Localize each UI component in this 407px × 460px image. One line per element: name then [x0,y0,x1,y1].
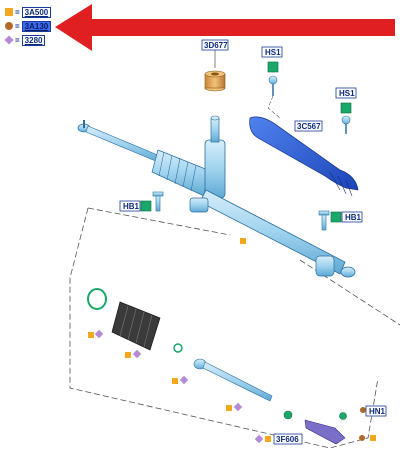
legend-row-3A500: = 3A500 [5,6,52,18]
rack-mount-bolt[interactable] [152,191,164,212]
fastener-icon [140,200,152,212]
legend-equals: = [15,35,20,45]
circle-marker-icon [359,435,365,441]
diamond-marker-icon [94,329,104,339]
circle-marker-icon [5,22,13,30]
pointer-arrow [55,4,395,51]
callout-label: 3D677 [204,41,228,50]
callout-HS1[interactable]: HS1 [335,87,357,114]
callout-label: HS1 [339,89,355,98]
callout-label: HB1 [345,213,362,222]
square-marker-icon [240,238,246,244]
steering-rack-boot[interactable] [111,301,161,351]
square-marker-icon [370,435,376,441]
inner-tie-rod[interactable] [193,358,273,402]
callout-label: 3F606 [276,435,299,444]
square-marker-icon [265,436,271,442]
callout-label: 3C567 [297,122,321,131]
legend-code-3A130[interactable]: 3A130 [21,20,52,32]
legend-code-3A500[interactable]: 3A500 [21,6,52,18]
diamond-marker-icon [132,349,142,359]
legend-code-3280[interactable]: 3280 [21,34,46,46]
fastener-icon [267,61,279,73]
diamond-marker-icon [179,375,189,385]
callout-HB1[interactable]: HB1 [119,200,152,212]
legend-equals: = [15,7,20,17]
dashed-guide-outline [69,207,379,449]
steering-rack-assembly[interactable] [77,115,356,278]
heat-shield[interactable] [249,116,359,197]
callout-label: HS1 [265,48,281,57]
callout-HS1[interactable]: HS1 [261,46,283,73]
callout-label: HN1 [369,407,386,416]
fastener-icon [330,211,342,223]
square-marker-icon [172,378,178,384]
outer-tie-rod-end[interactable] [304,412,347,445]
pinion-bushing[interactable] [204,70,226,92]
diamond-marker-icon [254,434,264,444]
callout-HB1[interactable]: HB1 [330,211,363,223]
square-marker-icon [88,332,94,338]
square-marker-icon [5,8,13,16]
boot-clamp-small[interactable] [173,343,183,353]
fastener-icon [340,102,352,114]
legend-row-3A130: = 3A130 [5,20,52,32]
callout-HN1[interactable]: HN1 [365,405,387,417]
legend-row-3280: = 3280 [4,34,46,46]
square-marker-icon [125,352,131,358]
callout-label: HB1 [123,202,140,211]
part-markers [88,238,376,444]
heat-shield-screw[interactable] [341,115,351,134]
tie-rod-nut[interactable] [283,410,293,420]
callout-3F606[interactable]: 3F606 [273,433,303,445]
diamond-marker-icon [233,402,243,412]
circle-marker-icon [360,407,366,413]
dashed-guide-top [87,207,231,236]
square-marker-icon [226,405,232,411]
legend-equals: = [15,21,20,31]
callout-3D677[interactable]: 3D677 [201,39,229,68]
rack-mount-bolt[interactable] [318,210,330,231]
callout-3C567[interactable]: 3C567 [294,120,323,132]
boot-clamp-ring[interactable] [87,288,107,310]
heat-shield-screw[interactable] [268,75,278,96]
